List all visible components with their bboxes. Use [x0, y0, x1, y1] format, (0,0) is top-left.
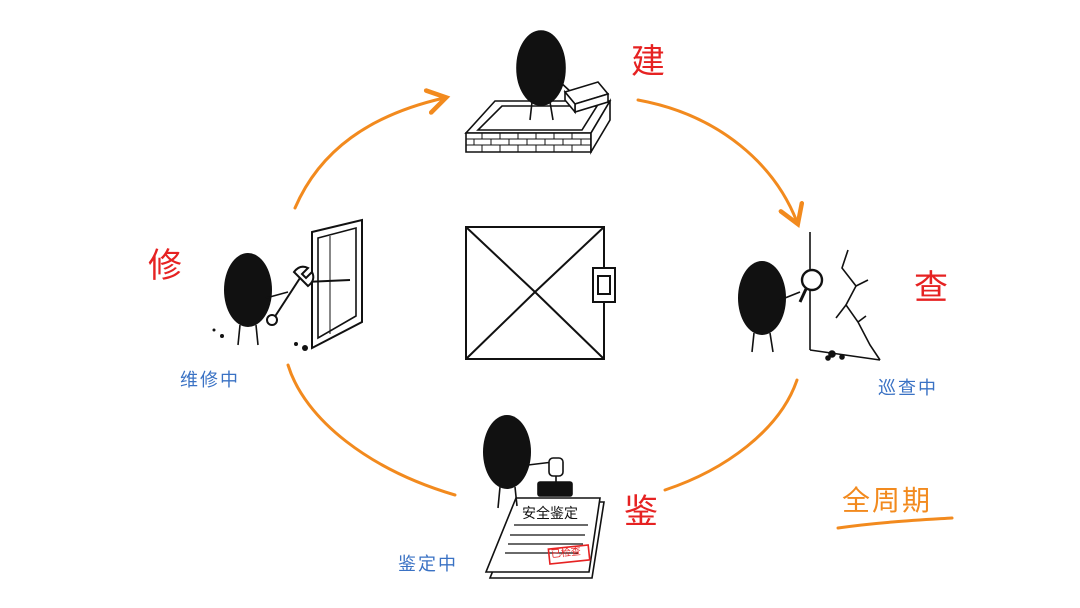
status-repairing: 维修中 — [180, 370, 240, 391]
stage-appraise-label: 鉴 — [624, 492, 658, 532]
lifecycle-label: 全周期 — [842, 484, 933, 517]
cycle-arrows — [286, 88, 805, 497]
stage-repair-label: 修 — [148, 246, 182, 286]
build-scene — [464, 30, 612, 155]
document-icon — [484, 497, 605, 579]
arrow-appraise-to-repair — [286, 363, 457, 497]
arrow-repair-to-build — [293, 88, 451, 210]
arrow-build-to-inspect — [636, 98, 805, 229]
cracked-wall-icon — [809, 232, 881, 361]
repairer-character — [224, 253, 272, 327]
arrow-inspect-to-appraise — [663, 378, 799, 492]
stamp-icon — [537, 457, 573, 497]
window-icon — [304, 218, 363, 350]
appraise-scene — [483, 415, 605, 579]
lifecycle-underline — [836, 516, 954, 530]
repair-scene — [212, 218, 363, 351]
status-appraising: 鉴定中 — [398, 554, 458, 575]
brick-icon — [563, 81, 610, 115]
inspector-character — [738, 261, 786, 335]
center-building-icon — [465, 226, 616, 360]
stamp-mark — [547, 544, 591, 565]
appraiser-character — [483, 415, 531, 489]
stage-inspect-label: 查 — [914, 268, 948, 308]
status-inspecting: 巡查中 — [878, 378, 938, 399]
inspect-scene — [738, 232, 881, 361]
wrench-icon — [266, 265, 315, 326]
stage-build-label: 建 — [631, 42, 665, 82]
document-title: 安全鉴定 — [522, 506, 578, 522]
builder-character — [516, 30, 566, 106]
magnifier-icon — [798, 268, 824, 303]
